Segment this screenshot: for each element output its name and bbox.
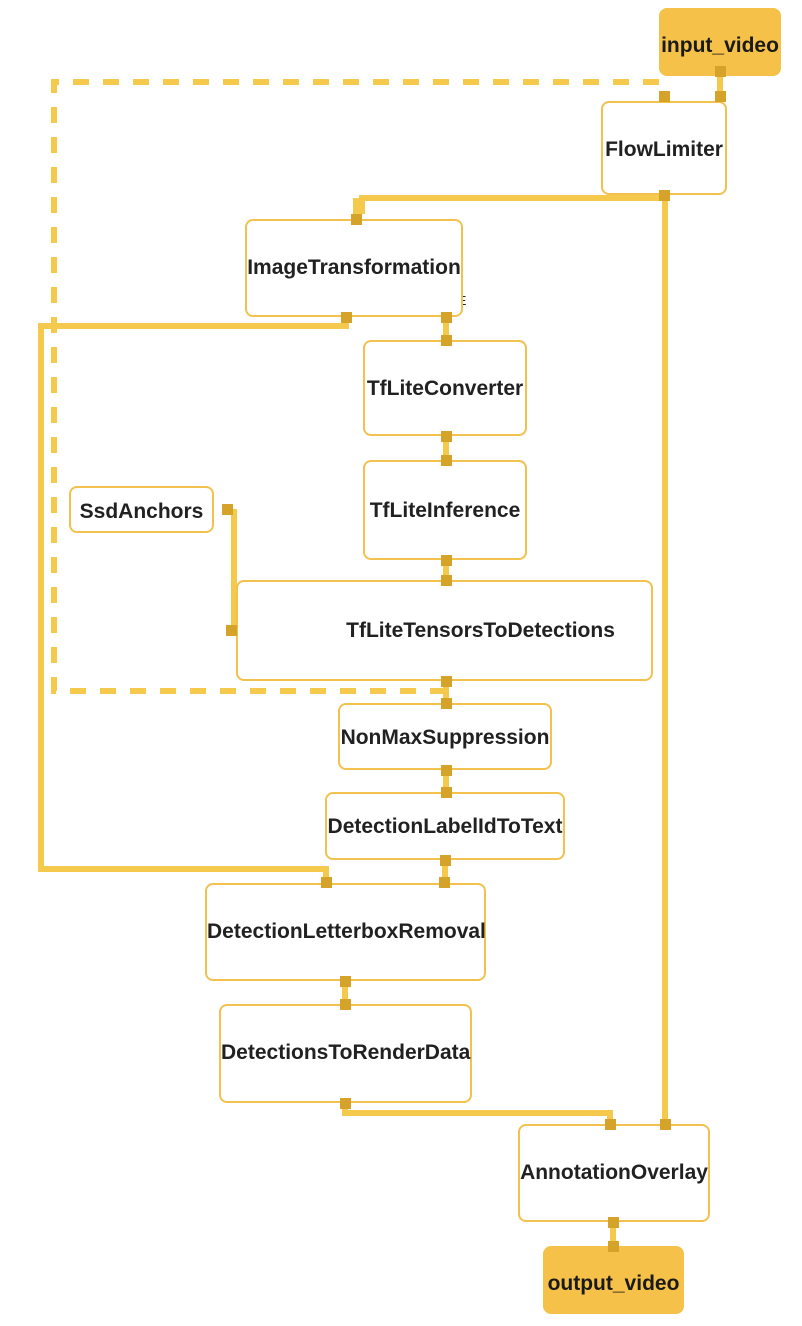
node-input-video-label: input_video — [661, 34, 779, 57]
port-tensors-to-detections-output-detections[interactable] — [441, 676, 452, 687]
node-output-video[interactable]: output_video — [543, 1246, 684, 1314]
port-image-transformation-output-image[interactable] — [441, 312, 452, 323]
node-tflite-tensors-to-detections-label: TfLiteTensorsToDetections — [346, 619, 615, 642]
node-ssd-anchors-label: SsdAnchors — [79, 500, 204, 523]
port-tflite-inference-input-tensors[interactable] — [441, 455, 452, 466]
node-ssd-anchors[interactable]: SsdAnchors — [69, 486, 214, 533]
port-flow-limiter-input-0[interactable] — [715, 91, 726, 102]
port-tflite-inference-output-tensors[interactable] — [441, 555, 452, 566]
port-detection-label-id-to-text-input[interactable] — [441, 787, 452, 798]
node-tflite-converter-label: TfLiteConverter — [366, 377, 524, 400]
node-tflite-inference-label: TfLiteInference — [369, 499, 521, 522]
port-letterbox-removal-input-letterbox-padding[interactable] — [321, 877, 332, 888]
node-output-video-label: output_video — [547, 1272, 680, 1295]
port-annotation-overlay-output-frame[interactable] — [608, 1217, 619, 1228]
port-letterbox-removal-input-detections[interactable] — [439, 877, 450, 888]
port-detections-to-render-data-output-render-data[interactable] — [340, 1098, 351, 1109]
port-tflite-converter-output-tensors[interactable] — [441, 431, 452, 442]
node-tflite-inference[interactable]: TfLiteInference — [363, 460, 527, 560]
node-tflite-tensors-to-detections[interactable]: TfLiteTensorsToDetections — [236, 580, 653, 681]
node-flow-limiter-label: FlowLimiter — [605, 138, 723, 161]
port-ssd-anchors-output[interactable] — [222, 504, 233, 515]
port-annotation-overlay-input-frame[interactable] — [660, 1119, 671, 1130]
edge-ssdanchors-to-tflitetensorstodetections — [227, 509, 237, 633]
port-input-video-output[interactable] — [715, 66, 726, 77]
port-image-transformation-input-image[interactable] — [351, 214, 362, 225]
port-detections-to-render-data-input-detections[interactable] — [340, 999, 351, 1010]
port-letterbox-removal-output-detections[interactable] — [340, 976, 351, 987]
port-flow-limiter-output[interactable] — [659, 190, 670, 201]
node-detections-to-render-data[interactable]: DetectionsToRenderData — [219, 1004, 472, 1103]
port-tensors-to-detections-input-tensors[interactable] — [441, 575, 452, 586]
node-non-max-suppression[interactable]: NonMaxSuppression — [338, 703, 552, 770]
port-non-max-suppression-input[interactable] — [441, 698, 452, 709]
port-non-max-suppression-output[interactable] — [441, 765, 452, 776]
node-detection-letterbox-removal-label: DetectionLetterboxRemoval — [207, 920, 486, 943]
port-tflite-converter-input-image[interactable] — [441, 335, 452, 346]
port-output-video-input[interactable] — [608, 1241, 619, 1252]
node-image-transformation[interactable]: ImageTransformation — [245, 219, 463, 317]
port-image-transformation-output-letterbox-padding[interactable] — [341, 312, 352, 323]
node-image-transformation-label: ImageTransformation — [247, 256, 461, 279]
node-flow-limiter[interactable]: FlowLimiter — [601, 101, 727, 195]
node-detection-letterbox-removal[interactable]: DetectionLetterboxRemoval — [205, 883, 486, 981]
node-input-video[interactable]: input_video — [659, 8, 781, 76]
port-annotation-overlay-input-1[interactable] — [605, 1119, 616, 1130]
edge-detectionstorenderdata-to-annotationoverlay — [342, 1100, 613, 1122]
node-annotation-overlay-label: AnnotationOverlay — [520, 1161, 708, 1184]
port-flow-limiter-input-finished[interactable] — [659, 91, 670, 102]
node-detection-label-id-to-text-label: DetectionLabelIdToText — [327, 815, 563, 838]
node-non-max-suppression-label: NonMaxSuppression — [340, 726, 550, 749]
node-annotation-overlay[interactable]: AnnotationOverlay — [518, 1124, 710, 1222]
node-detection-label-id-to-text[interactable]: DetectionLabelIdToText — [325, 792, 565, 860]
port-detection-label-id-to-text-output[interactable] — [440, 855, 451, 866]
port-tensors-to-detections-input-anchors[interactable] — [226, 625, 237, 636]
node-tflite-converter[interactable]: TfLiteConverter — [363, 340, 527, 436]
edge-flowlimiter-to-imagetransformation — [353, 195, 667, 217]
node-detections-to-render-data-label: DetectionsToRenderData — [221, 1041, 471, 1064]
